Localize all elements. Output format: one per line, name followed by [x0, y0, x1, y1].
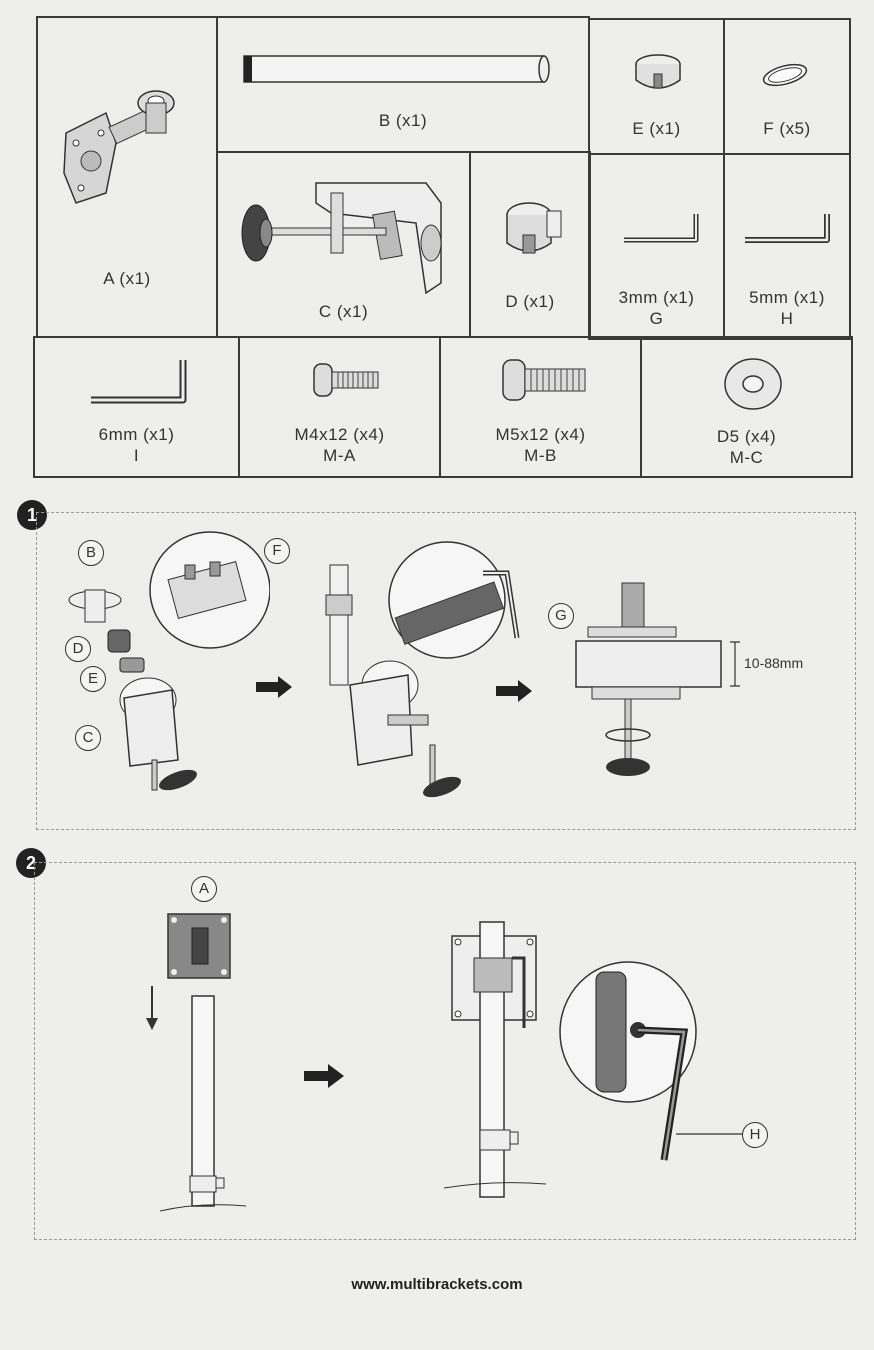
spacer-ring-illustration: [762, 63, 808, 87]
step-1-arrow-2: [496, 680, 532, 702]
step-2-detail-view: [559, 961, 697, 1161]
part-h-label: 5mm (x1) H: [725, 287, 849, 329]
step-1-badge: 1: [17, 500, 47, 530]
callout-h-leader: [676, 1133, 742, 1135]
callout-c: C: [75, 725, 101, 751]
part-cell-a: A (x1): [36, 16, 218, 338]
part-cell-c: C (x1): [216, 151, 471, 338]
part-cell-d: D (x1): [469, 151, 591, 338]
washer-illustration: [724, 358, 782, 410]
part-cell-ma: M4x12 (x4) M-A: [238, 336, 441, 478]
pole-illustration: [243, 55, 550, 83]
part-mc-size: D5 (x4): [716, 427, 777, 446]
step-1-arrow-1: [256, 676, 292, 698]
step-2-bracket-mounted: [443, 921, 547, 1198]
part-cell-g: 3mm (x1) G: [588, 153, 725, 340]
dimension-bracket: [730, 641, 740, 687]
part-mb-size: M5x12 (x4): [495, 425, 586, 444]
part-g-label: 3mm (x1) G: [590, 287, 723, 329]
part-mb-label: M5x12 (x4) M-B: [441, 424, 640, 466]
callout-f: F: [264, 538, 290, 564]
pole-clip-illustration: [506, 202, 562, 254]
callout-g: G: [548, 603, 574, 629]
step-1-desk-mounted: [575, 582, 722, 776]
part-cell-f: F (x5): [723, 18, 851, 155]
callout-a: A: [191, 876, 217, 902]
part-f-label: F (x5): [763, 119, 811, 138]
part-cell-e: E (x1): [588, 18, 725, 155]
part-h-size: 5mm (x1): [749, 288, 825, 307]
part-mb-code: M-B: [524, 446, 557, 465]
step-1-exploded-assembly: [68, 531, 270, 791]
callout-b: B: [78, 540, 104, 566]
allen-key-6mm-illustration: [91, 360, 187, 404]
step-2-arrow: [304, 1064, 344, 1088]
part-b-label: B (x1): [378, 111, 428, 130]
part-i-code: I: [133, 446, 140, 465]
step-2-bracket-and-pole: [146, 913, 247, 1212]
part-d-label: D (x1): [505, 292, 555, 311]
step-2-badge: 2: [16, 848, 46, 878]
part-g-code: G: [649, 309, 664, 328]
part-g-size: 3mm (x1): [618, 288, 695, 307]
footer-url: www.multibrackets.com: [351, 1276, 523, 1293]
collar-ring-illustration: [635, 54, 681, 89]
allen-key-5mm-illustration: [745, 214, 830, 243]
step-1-allen-key-detail: [388, 541, 520, 659]
part-cell-mb: M5x12 (x4) M-B: [439, 336, 642, 478]
part-a-label: A (x1): [103, 269, 151, 288]
part-i-label: 6mm (x1) I: [35, 424, 238, 466]
step-2-panel: [34, 862, 856, 1240]
screw-m5-illustration: [502, 359, 586, 401]
callout-e: E: [80, 666, 106, 692]
step-1-panel: [36, 512, 856, 830]
part-c-label: C (x1): [318, 302, 369, 321]
part-mc-label: D5 (x4) M-C: [642, 426, 851, 468]
part-ma-size: M4x12 (x4): [294, 425, 385, 444]
part-e-label: E (x1): [632, 119, 681, 138]
desk-clamp-illustration: [241, 182, 442, 295]
part-i-size: 6mm (x1): [98, 425, 175, 444]
part-cell-i: 6mm (x1) I: [33, 336, 240, 478]
part-cell-h: 5mm (x1) H: [723, 153, 851, 340]
clamp-thickness-range: 10-88mm: [744, 655, 804, 671]
part-ma-label: M4x12 (x4) M-A: [240, 424, 439, 466]
part-ma-code: M-A: [323, 446, 356, 465]
part-cell-b: B (x1): [216, 16, 590, 153]
step-1-assembled-clamp: [325, 564, 461, 798]
allen-key-3mm-illustration: [624, 214, 699, 243]
callout-d: D: [65, 636, 91, 662]
part-mc-code: M-C: [729, 448, 764, 467]
part-h-code: H: [780, 309, 794, 328]
monitor-bracket-illustration: [63, 90, 175, 204]
callout-h: H: [742, 1122, 768, 1148]
screw-m4-illustration: [313, 363, 379, 397]
part-cell-mc: D5 (x4) M-C: [640, 336, 853, 478]
